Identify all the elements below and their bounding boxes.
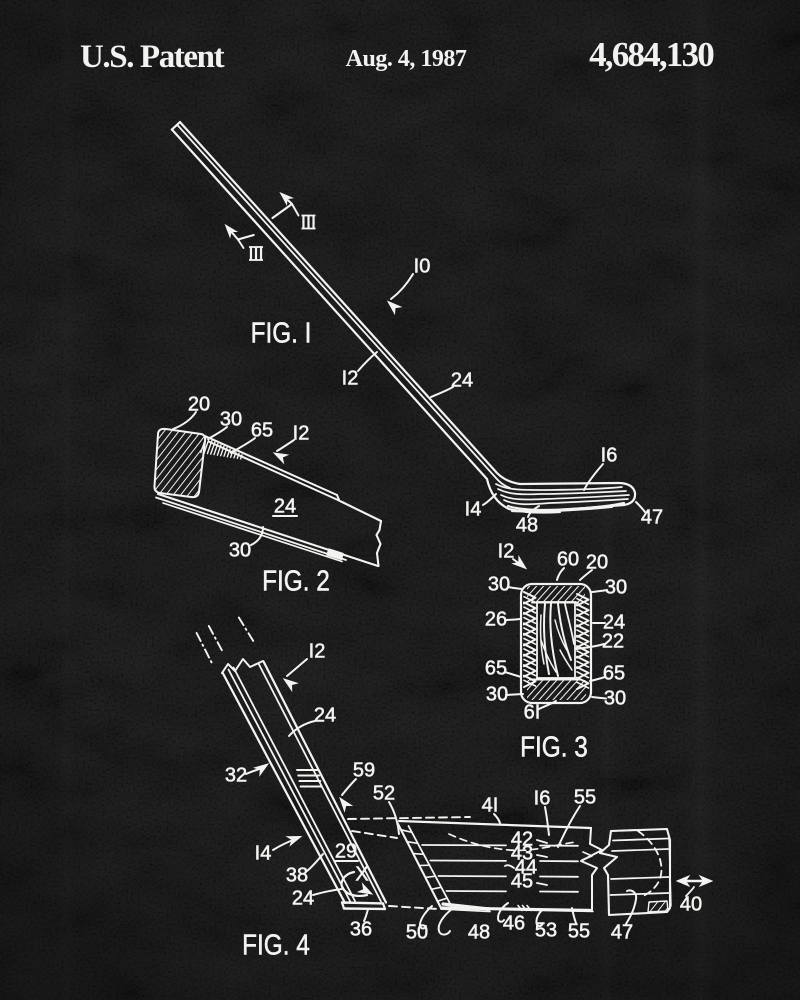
svg-text:40: 40	[680, 893, 702, 915]
svg-text:55: 55	[574, 786, 596, 808]
svg-text:24: 24	[274, 495, 296, 517]
svg-text:30: 30	[486, 683, 508, 705]
svg-text:4,684,130: 4,684,130	[589, 35, 714, 74]
svg-text:48: 48	[468, 921, 490, 943]
svg-text:Aug. 4, 1987: Aug. 4, 1987	[346, 46, 467, 72]
svg-text:47: 47	[641, 506, 663, 528]
svg-text:I4: I4	[465, 498, 482, 520]
svg-text:30: 30	[605, 576, 627, 598]
svg-text:24: 24	[451, 369, 473, 391]
svg-text:4I: 4I	[482, 794, 499, 816]
svg-text:FIG. 2: FIG. 2	[262, 565, 330, 597]
svg-text:48: 48	[516, 514, 538, 536]
svg-text:I2: I2	[342, 367, 359, 389]
svg-text:65: 65	[251, 419, 273, 441]
svg-text:I2: I2	[309, 640, 326, 662]
svg-text:30: 30	[604, 687, 626, 709]
svg-text:50: 50	[406, 921, 428, 943]
svg-text:20: 20	[188, 393, 210, 415]
svg-text:I6: I6	[534, 787, 551, 809]
svg-text:32: 32	[225, 764, 247, 786]
svg-text:42: 42	[511, 828, 533, 850]
svg-text:I0: I0	[414, 255, 431, 277]
svg-text:FIG. 4: FIG. 4	[242, 929, 310, 961]
svg-text:38: 38	[286, 864, 308, 886]
svg-text:24: 24	[314, 704, 336, 726]
svg-text:I6: I6	[601, 444, 618, 466]
svg-text:52: 52	[373, 782, 395, 804]
svg-text:46: 46	[503, 912, 525, 934]
svg-text:44: 44	[515, 856, 537, 878]
svg-text:29: 29	[335, 840, 357, 862]
svg-text:65: 65	[603, 662, 625, 684]
svg-text:20: 20	[586, 551, 608, 573]
svg-text:X: X	[355, 863, 368, 885]
svg-text:I4: I4	[255, 842, 272, 864]
svg-text:24: 24	[603, 611, 625, 633]
svg-text:59: 59	[353, 759, 375, 781]
svg-text:6I: 6I	[524, 701, 541, 723]
svg-text:22: 22	[602, 630, 624, 652]
svg-text:45: 45	[511, 870, 533, 892]
svg-text:65: 65	[485, 657, 507, 679]
svg-text:60: 60	[557, 548, 579, 570]
svg-text:FIG. 3: FIG. 3	[520, 731, 588, 763]
svg-text:36: 36	[350, 918, 372, 940]
svg-text:I2: I2	[498, 540, 515, 562]
svg-text:53: 53	[535, 919, 557, 941]
svg-text:FIG. I: FIG. I	[251, 317, 312, 349]
svg-text:30: 30	[220, 408, 242, 430]
svg-text:47: 47	[611, 921, 633, 943]
svg-text:I2: I2	[293, 422, 310, 444]
svg-text:30: 30	[488, 573, 510, 595]
svg-text:26: 26	[485, 608, 507, 630]
svg-text:30: 30	[229, 539, 251, 561]
svg-text:24: 24	[292, 887, 314, 909]
svg-text:55: 55	[568, 920, 590, 942]
svg-text:U.S. Patent: U.S. Patent	[80, 39, 225, 75]
svg-text:43: 43	[511, 842, 533, 864]
